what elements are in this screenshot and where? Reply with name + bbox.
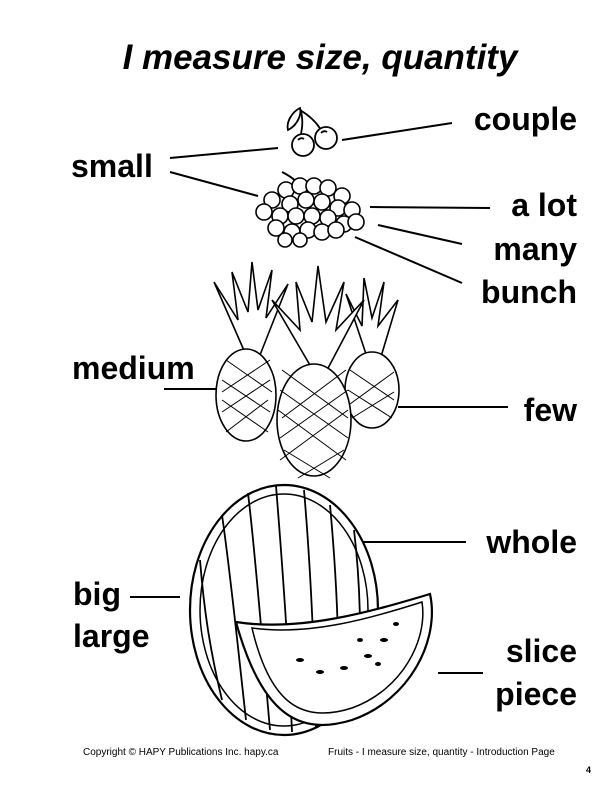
label-couple: couple bbox=[473, 101, 577, 137]
pineapples-illustration bbox=[213, 261, 400, 479]
label-many: many bbox=[493, 231, 577, 267]
label-a-lot: a lot bbox=[511, 187, 577, 223]
cherries-illustration bbox=[286, 106, 338, 157]
footer-page-info: Fruits - I measure size, quantity - Intr… bbox=[328, 747, 555, 758]
page-number: 4 bbox=[586, 765, 592, 775]
watermelon-illustration bbox=[188, 483, 433, 737]
label-large: large bbox=[73, 618, 150, 654]
leader-lines bbox=[130, 122, 508, 674]
label-big: big bbox=[73, 576, 121, 612]
label-whole: whole bbox=[486, 524, 577, 560]
label-piece: piece bbox=[495, 676, 577, 712]
grapes-illustration bbox=[255, 171, 365, 248]
label-medium: medium bbox=[72, 350, 195, 386]
label-small: small bbox=[71, 148, 153, 184]
label-slice: slice bbox=[505, 633, 577, 669]
label-few: few bbox=[523, 392, 577, 428]
footer-copyright: Copyright © HAPY Publications Inc. hapy.… bbox=[83, 747, 279, 758]
label-bunch: bunch bbox=[481, 274, 577, 310]
page-title: I measure size, quantity bbox=[122, 38, 518, 77]
